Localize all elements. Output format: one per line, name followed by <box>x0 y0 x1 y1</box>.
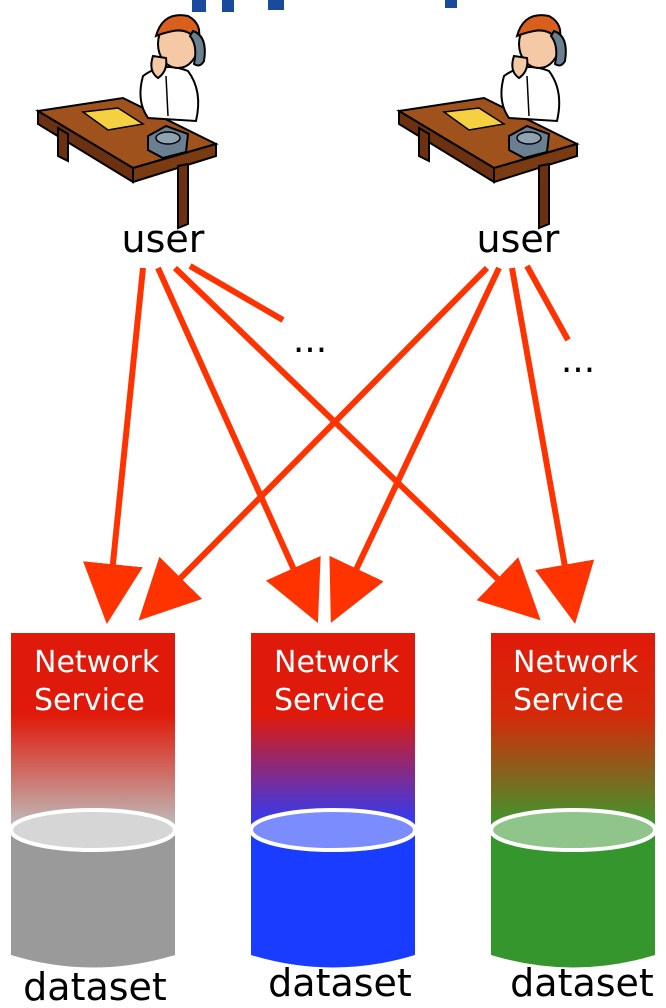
user-label: user <box>122 217 205 261</box>
network-service-box <box>491 633 655 828</box>
service-label-line2: Service <box>513 683 624 718</box>
service-label-line1: Network <box>274 645 400 680</box>
dataset-cylinder <box>491 830 655 968</box>
ellipsis-label: ... <box>561 340 595 381</box>
network-service: Network Service <box>249 633 417 968</box>
request-arrow <box>329 266 502 623</box>
request-arrow <box>138 265 490 621</box>
dataset-label: dataset <box>23 965 167 1008</box>
network-service-box <box>251 633 415 828</box>
network-service: Network Service <box>9 633 177 968</box>
user-icon <box>35 14 219 230</box>
request-arrow-partial <box>188 263 285 323</box>
user-icon <box>396 14 580 230</box>
dataset-cylinder-top <box>489 808 657 852</box>
service-label-line1: Network <box>513 645 639 680</box>
dataset-cylinder <box>11 830 175 968</box>
user-label: user <box>477 217 560 261</box>
request-arrow <box>172 265 541 621</box>
request-arrow <box>509 267 595 624</box>
dataset-cylinder-top <box>9 808 177 852</box>
service-label-line2: Service <box>274 683 385 718</box>
request-arrows <box>83 263 595 624</box>
dataset-label: dataset <box>510 961 654 1005</box>
dataset-cylinder <box>251 830 415 968</box>
dataset-label: dataset <box>268 961 412 1005</box>
network-service: Network Service <box>489 633 657 968</box>
request-arrow <box>83 267 146 624</box>
service-label-line2: Service <box>34 683 145 718</box>
service-label-line1: Network <box>34 645 160 680</box>
network-service-box <box>11 633 175 828</box>
ellipsis-label: ... <box>293 320 327 361</box>
request-arrow <box>155 266 321 623</box>
request-arrow-partial <box>524 264 571 342</box>
title-fragment <box>192 0 457 12</box>
dataset-cylinder-top <box>249 808 417 852</box>
